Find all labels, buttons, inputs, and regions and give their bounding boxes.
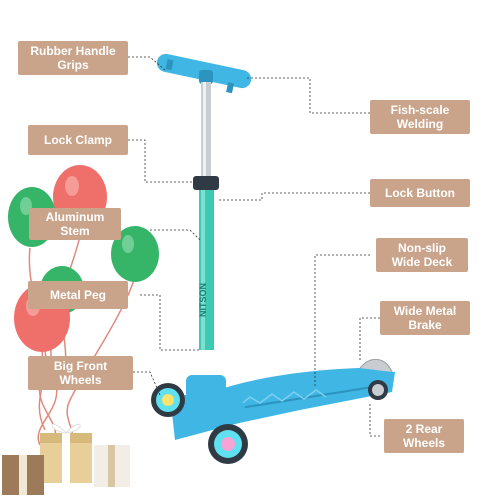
label-non-slip-wide-deck: Non-slip Wide Deck	[376, 238, 468, 272]
label-line: Lock Clamp	[43, 133, 112, 147]
label-line: Fish-scale	[390, 103, 450, 117]
label-line: Brake	[408, 318, 442, 332]
label-aluminum-stem: Aluminum Stem	[29, 208, 121, 240]
scooter-deck	[205, 359, 395, 425]
label-line: Lock Button	[385, 186, 455, 200]
label-line: Metal Peg	[49, 288, 106, 302]
scooter-front-base	[170, 375, 250, 440]
label-line: Big Front	[53, 359, 108, 373]
stem-brand-text: NITSON	[198, 283, 208, 317]
scooter-handlebar	[156, 53, 252, 94]
balloons	[8, 165, 159, 352]
label-metal-peg: Metal Peg	[28, 281, 128, 309]
label-line: 2 Rear	[405, 422, 443, 436]
label-fish-scale-welding: Fish-scale Welding	[370, 100, 470, 134]
label-line: Wide Metal	[393, 304, 457, 318]
label-rear-wheels: 2 Rear Wheels	[384, 419, 464, 453]
label-lock-clamp: Lock Clamp	[28, 125, 128, 155]
rear-wheels	[368, 380, 388, 400]
label-line: Aluminum	[45, 210, 105, 224]
label-rubber-handle-grips: Rubber Handle Grips	[18, 41, 128, 75]
leader-lines	[128, 56, 380, 437]
label-line: Wheels	[59, 373, 102, 387]
front-wheels	[151, 383, 248, 464]
label-line: Rubber Handle	[30, 44, 116, 58]
label-line: Wheels	[402, 436, 445, 450]
label-big-front-wheels: Big Front Wheels	[28, 356, 133, 390]
label-line: Non-slip	[398, 241, 446, 255]
label-line: Wide Deck	[391, 255, 453, 269]
gift-boxes	[2, 423, 130, 495]
scooter-stem	[193, 82, 219, 350]
label-line: Grips	[57, 58, 89, 72]
label-line: Welding	[396, 117, 444, 131]
label-wide-metal-brake: Wide Metal Brake	[380, 301, 470, 335]
label-lock-button: Lock Button	[370, 179, 470, 207]
label-line: Stem	[60, 224, 90, 238]
